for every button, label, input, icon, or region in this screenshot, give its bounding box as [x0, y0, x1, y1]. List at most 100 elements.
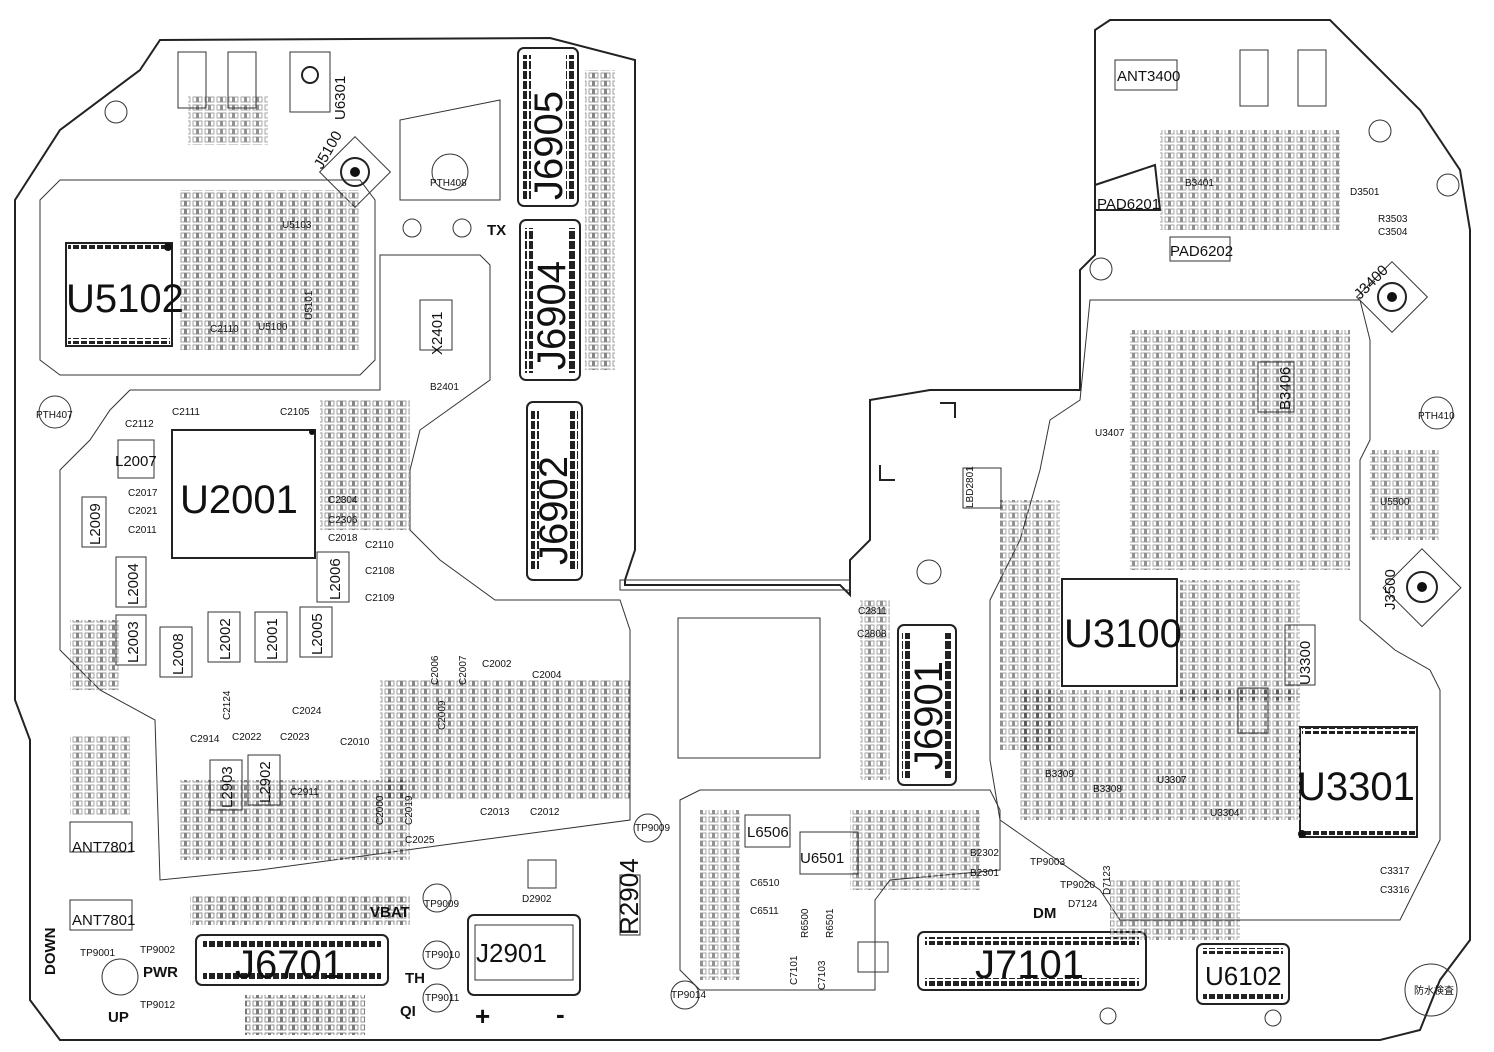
- label-c2007: C2007: [458, 655, 469, 685]
- silk-down: DOWN: [42, 928, 59, 976]
- label-c3504: C3504: [1378, 227, 1408, 238]
- connector-j6902: [526, 401, 583, 581]
- label-c2006: C2006: [430, 655, 441, 685]
- label-c2911: C2911: [290, 787, 319, 798]
- ic-u3100: [1061, 578, 1178, 687]
- label-c3316: C3316: [1380, 885, 1410, 896]
- silk-minus: -: [556, 999, 565, 1029]
- tp-9001: TP9001: [80, 948, 115, 959]
- silkscreen-markings: TX VBAT TH QI PWR DOWN UP DM + -: [42, 222, 1056, 1031]
- label-d7123: D7123: [1102, 865, 1113, 895]
- label-c6510: C6510: [750, 878, 780, 889]
- label-u5500: U5500: [1380, 497, 1410, 508]
- connector-j2901: [467, 914, 581, 996]
- label-c2110b: C2110: [210, 324, 239, 335]
- silk-tx: TX: [487, 222, 506, 239]
- tp-9011: TP9011: [425, 993, 460, 1004]
- top-small-parts: [69, 49, 1327, 931]
- label-c2025: C2025: [405, 835, 435, 846]
- inductor-outlines: [81, 299, 1316, 973]
- tp-9020: TP9020: [1060, 880, 1095, 891]
- label-c2017: C2017: [128, 488, 158, 499]
- label-d7124: D7124: [1068, 899, 1098, 910]
- silk-vbat: VBAT: [370, 904, 410, 921]
- component-labels: U5102 U2001 U3100 U3301 J6905 J6904 J690…: [36, 68, 1455, 991]
- silk-plus: +: [475, 1001, 490, 1031]
- tp-9012: TP9012: [140, 1000, 175, 1011]
- label-c2024: C2024: [292, 706, 322, 717]
- label-u6501: U6501: [800, 850, 844, 867]
- label-b3308: B3308: [1093, 784, 1122, 795]
- label-b2302: B2302: [970, 848, 999, 859]
- label-l2004: L2004: [125, 563, 142, 605]
- label-l2001: L2001: [264, 618, 281, 660]
- passive-components: [70, 70, 1440, 1035]
- label-b3406: B3406: [1277, 367, 1294, 410]
- label-j2901: J2901: [476, 938, 547, 968]
- label-pad6202: PAD6202: [1170, 243, 1233, 260]
- label-c2013: C2013: [480, 807, 510, 818]
- label-u3307: U3307: [1157, 775, 1187, 786]
- label-u5102: U5102: [66, 277, 184, 321]
- label-d3501: D3501: [1350, 187, 1380, 198]
- rf-connector-j5100: [318, 135, 392, 209]
- left-board-outline: [14, 19, 1471, 1041]
- label-r6501: R6501: [825, 908, 836, 938]
- silk-th: TH: [405, 970, 425, 987]
- silk-up: UP: [108, 1009, 129, 1026]
- label-c2011: C2011: [128, 525, 157, 536]
- connector-j7101: [917, 931, 1147, 991]
- mounting-holes: [38, 100, 1460, 1027]
- label-c2124: C2124: [222, 690, 233, 720]
- label-c2914: C2914: [190, 734, 220, 745]
- silk-qi: QI: [400, 1003, 416, 1020]
- label-u5101: U5101: [304, 290, 315, 320]
- rf-connector-j3500: [1382, 548, 1462, 628]
- label-c7103: C7103: [817, 960, 828, 990]
- label-c2306: C2306: [328, 515, 358, 526]
- label-c6511: C6511: [750, 906, 779, 917]
- label-u6102: U6102: [1205, 961, 1282, 991]
- label-j7101: J7101: [975, 943, 1084, 987]
- label-c2021: C2021: [128, 506, 158, 517]
- label-u3100: U3100: [1064, 612, 1182, 656]
- label-l2005: L2005: [309, 613, 326, 655]
- connector-j6905: [517, 47, 579, 207]
- label-j5100: J5100: [311, 128, 346, 172]
- label-u3300: U3300: [1297, 641, 1314, 685]
- label-c2023: C2023: [280, 732, 310, 743]
- label-u5103: U5103: [282, 220, 312, 231]
- label-c7101: C7101: [789, 955, 800, 985]
- label-c2018: C2018: [328, 533, 358, 544]
- label-b2301: B2301: [970, 868, 999, 879]
- silk-pwr: PWR: [143, 964, 178, 981]
- label-lbd2801: LBD2801: [965, 466, 976, 508]
- tp-9003: TP9003: [1030, 857, 1065, 868]
- label-pth410: PTH410: [1418, 411, 1455, 422]
- label-j6904: J6904: [530, 261, 574, 370]
- label-b3309: B3309: [1045, 769, 1074, 780]
- label-c2111: C2111: [172, 407, 200, 418]
- label-c2811: C2811: [858, 606, 887, 617]
- tp-9010: TP9010: [425, 950, 460, 961]
- tp-9009b: TP9009: [635, 823, 670, 834]
- label-u3301: U3301: [1297, 765, 1415, 809]
- label-j6701: J6701: [235, 943, 344, 987]
- label-r2904: R2904: [614, 858, 644, 935]
- label-l2903: L2903: [219, 766, 236, 808]
- stamp-waterproof: 防水検査: [1414, 984, 1454, 997]
- label-r3503: R3503: [1378, 214, 1408, 225]
- label-c2004: C2004: [532, 670, 562, 681]
- label-c2012: C2012: [530, 807, 560, 818]
- rf-connector-j3400: [1355, 260, 1429, 334]
- label-u5100: U5100: [258, 322, 288, 333]
- label-j3400: J3400: [1351, 262, 1392, 303]
- shield-square: [677, 617, 821, 759]
- label-l2006: L2006: [327, 558, 344, 600]
- label-j6902: J6902: [532, 456, 576, 565]
- label-ant7801b: ANT7801: [72, 912, 135, 929]
- label-pth407: PTH407: [36, 410, 73, 421]
- label-u6301: U6301: [332, 76, 349, 120]
- label-x2401: X2401: [429, 312, 446, 355]
